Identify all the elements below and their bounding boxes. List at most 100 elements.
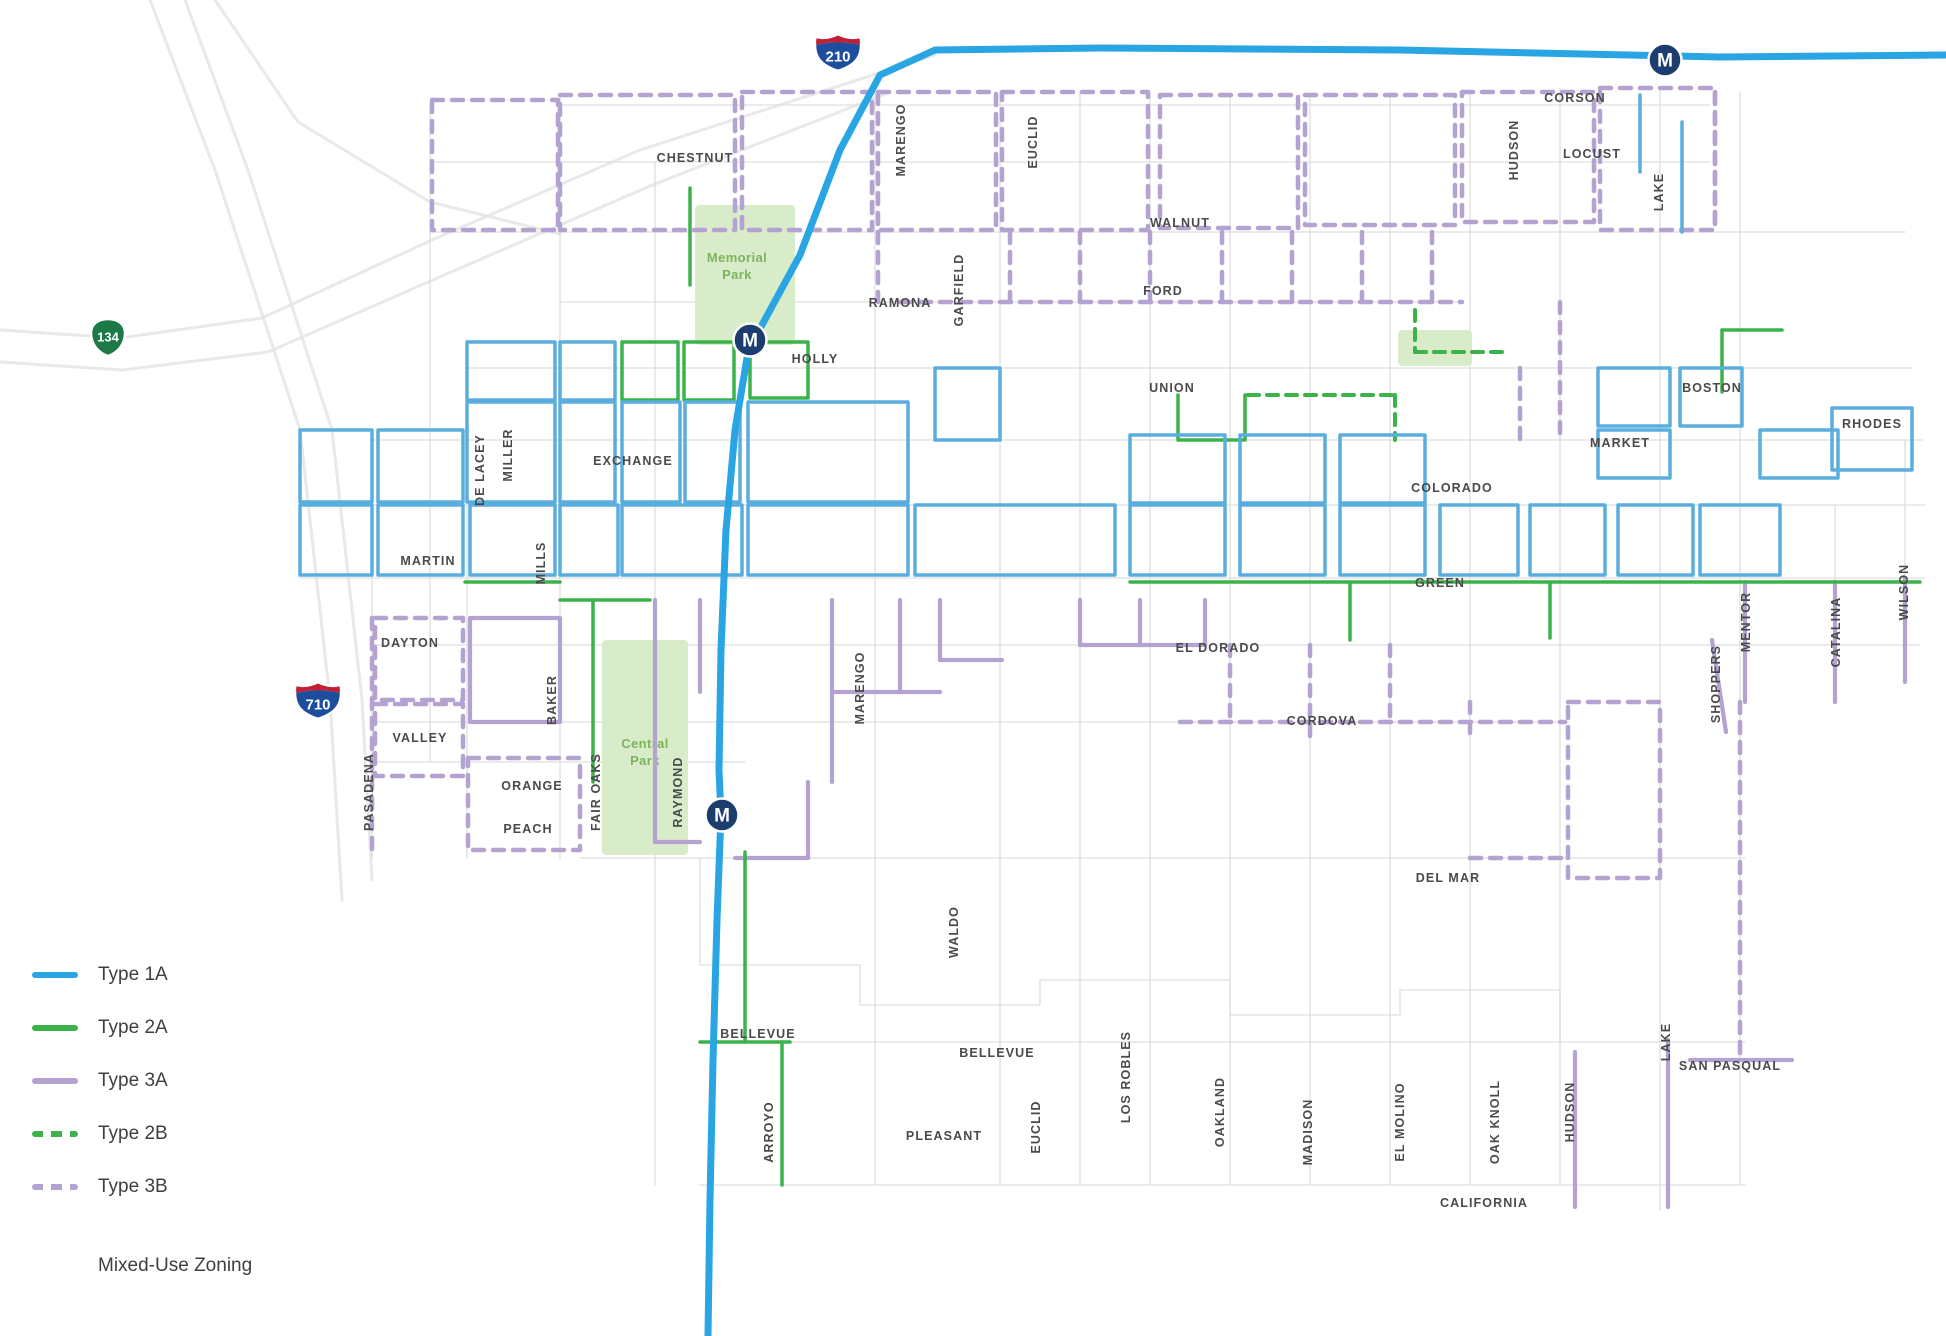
segment-1A <box>468 503 557 577</box>
street-label: DAYTON <box>381 636 439 650</box>
street-label: BAKER <box>545 675 559 725</box>
street-label: MARTIN <box>400 554 455 568</box>
street-label: CORDOVA <box>1287 714 1358 728</box>
street-label: EL MOLINO <box>1393 1082 1407 1161</box>
metro-station-icon: M <box>1647 42 1683 78</box>
street-label: MENTOR <box>1739 592 1753 653</box>
legend-item-type-2b: Type 2B <box>32 1107 252 1160</box>
street-label: MARKET <box>1590 436 1650 450</box>
street-label: WALNUT <box>1150 216 1210 230</box>
segment-3A <box>467 615 563 725</box>
shield-number: 710 <box>305 697 330 714</box>
street-label: RAMONA <box>869 296 932 310</box>
metro-station-icon: M <box>732 322 768 358</box>
segment-3B <box>1459 89 1597 225</box>
street-label: HUDSON <box>1563 1082 1577 1143</box>
type-3a-line-swatch <box>32 1077 78 1084</box>
segment-base <box>699 857 1561 1043</box>
segment-1A <box>933 366 1002 442</box>
segment-1A <box>1238 503 1327 577</box>
segment-2A <box>1176 393 1247 442</box>
street-label: RAYMOND <box>671 756 685 827</box>
segment-1A <box>376 503 465 577</box>
segment-3B <box>1565 699 1663 881</box>
segment-3B <box>999 89 1151 233</box>
segment-1A <box>558 503 620 577</box>
segment-3B <box>1157 92 1301 231</box>
metro-station-letter: M <box>714 806 730 827</box>
type-1a-line-swatch <box>32 971 78 978</box>
segment-1A <box>1596 366 1672 428</box>
segment-3B <box>1302 92 1458 228</box>
segment-1A <box>746 400 910 504</box>
segment-3B <box>557 92 738 233</box>
street-label: GREEN <box>1415 576 1465 590</box>
street-label: COLORADO <box>1411 481 1493 495</box>
street-label: LAKE <box>1652 173 1666 211</box>
street-label: UNION <box>1149 381 1195 395</box>
park-label: Park <box>630 753 660 768</box>
street-label: EUCLID <box>1029 1100 1043 1153</box>
segment-2A <box>620 340 680 402</box>
legend-caption: Mixed-Use Zoning <box>98 1255 253 1276</box>
segment-1A <box>1238 433 1327 505</box>
segment-1A <box>465 400 557 504</box>
state-route-134-shield-icon: 134 <box>89 317 127 358</box>
segment-1A <box>1438 503 1520 577</box>
segment-3A <box>1709 637 1729 735</box>
street-label: EXCHANGE <box>593 454 673 468</box>
segment-2A <box>748 340 810 400</box>
shield-number: 210 <box>825 49 850 66</box>
segment-3B <box>372 615 466 703</box>
street-label: FAIR OAKS <box>589 753 603 831</box>
street-label: LOS ROBLES <box>1119 1031 1133 1123</box>
segment-3B <box>875 89 999 233</box>
street-label: EL DORADO <box>1176 641 1261 655</box>
legend-label: Type 2A <box>98 1016 168 1038</box>
street-label: CATALINA <box>1829 597 1843 668</box>
street-label: MILLER <box>501 428 515 481</box>
street-label: MARENGO <box>853 652 867 725</box>
segment-1A <box>620 400 682 504</box>
segment-1A <box>298 428 374 504</box>
street-label: GARFIELD <box>952 254 966 327</box>
segment-1A <box>620 503 744 577</box>
segment-1A <box>465 340 557 402</box>
legend-label: Type 1A <box>98 963 168 985</box>
street-label: DEL MAR <box>1416 871 1480 885</box>
segment-1A <box>558 400 617 504</box>
park-label: Central <box>621 736 669 751</box>
segment-3B <box>372 701 466 779</box>
street-label: DE LACEY <box>473 434 487 506</box>
segment-1A <box>1338 503 1427 577</box>
legend-item-type-3a: Type 3A <box>32 1054 252 1107</box>
street-label: OAK KNOLL <box>1488 1080 1502 1164</box>
segment-1A <box>746 503 910 577</box>
segment-fwy <box>0 90 892 372</box>
street-label: RHODES <box>1842 417 1902 431</box>
street-label: WILSON <box>1897 564 1911 621</box>
street-label: WALDO <box>947 906 961 958</box>
legend: Type 1A Type 2A Type 3A Type 2B Type 3B … <box>32 948 252 1277</box>
street-label: BELLEVUE <box>720 1027 795 1041</box>
segment-1A <box>1678 366 1744 428</box>
street-label: HOLLY <box>792 352 839 366</box>
segment-2A <box>682 340 736 402</box>
type-2b-dashed-line-swatch <box>32 1130 78 1137</box>
street-label: BELLEVUE <box>959 1046 1034 1060</box>
street-label: FORD <box>1143 284 1183 298</box>
segment-fwy <box>183 0 374 882</box>
park-label: Park <box>722 267 752 282</box>
segment-1A <box>1830 406 1914 472</box>
segment-1A <box>1596 428 1672 480</box>
shield-number: 134 <box>97 330 119 345</box>
segment-1A <box>376 428 465 504</box>
park-label: Memorial <box>707 250 767 265</box>
segment-1A <box>1128 433 1227 505</box>
street-label: PLEASANT <box>906 1129 982 1143</box>
interstate-210-shield-icon: 210 <box>813 33 863 72</box>
street-label: ORANGE <box>501 779 562 793</box>
segment-3B <box>465 755 583 853</box>
